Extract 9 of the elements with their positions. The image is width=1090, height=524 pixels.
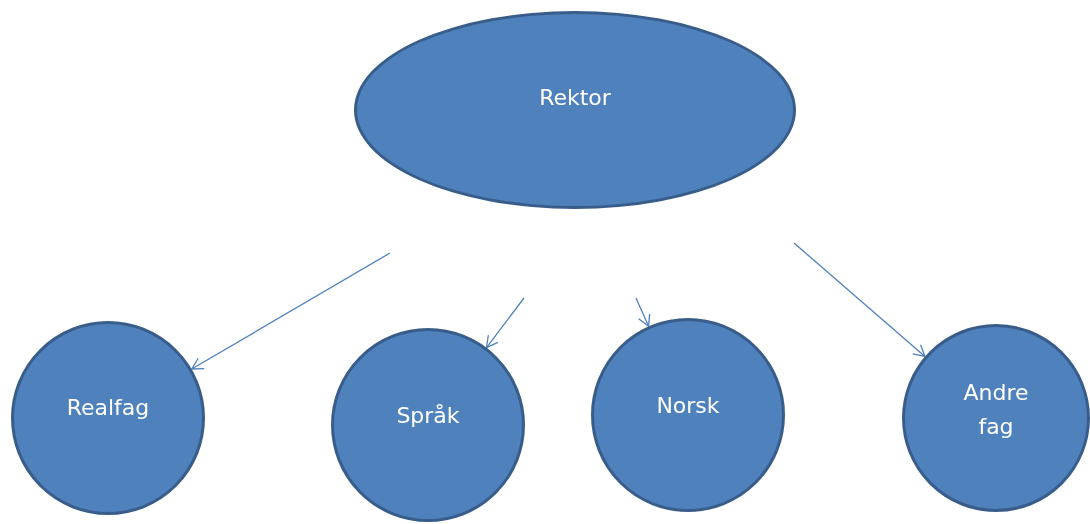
node-label: Språk [396,401,460,430]
arrow [485,297,525,349]
node-label: Rektor [539,83,611,112]
node-label: Andre fag [962,378,1030,441]
node-label: Realfag [66,393,150,422]
arrow [793,242,926,358]
arrow [635,297,651,327]
arrow [191,252,391,370]
node-label: Norsk [656,391,720,420]
